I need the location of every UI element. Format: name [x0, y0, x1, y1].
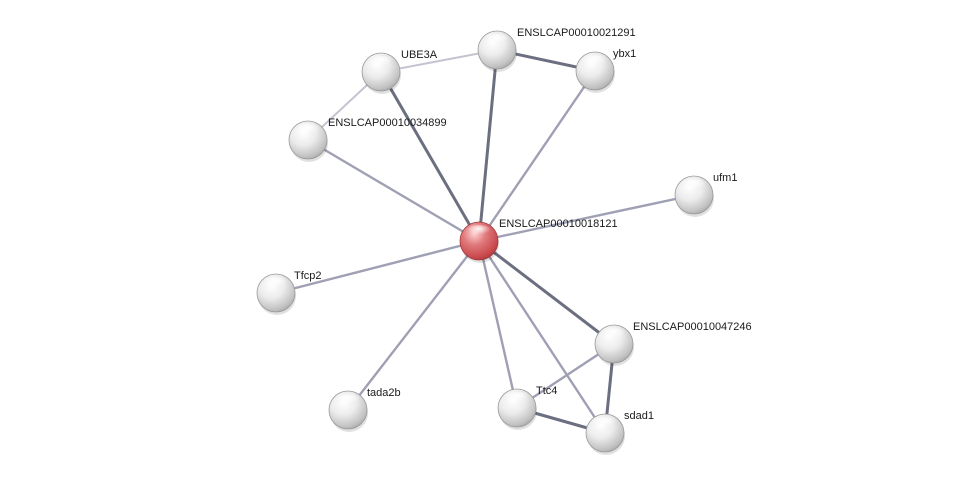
node-highlight	[682, 179, 706, 191]
node-tfcp2[interactable]: Tfcp2	[256, 270, 322, 315]
node-label: sdad1	[624, 410, 654, 422]
edge-enslcap00010018121-enslcap00010047246[interactable]	[477, 239, 616, 346]
edge-enslcap00010018121-ube3a[interactable]	[379, 70, 481, 243]
edge-enslcap00010018121-sdad1[interactable]	[477, 239, 607, 435]
node-ttc4[interactable]: Ttc4	[497, 385, 557, 430]
node-label: UBE3A	[401, 49, 438, 61]
node-label: ENSLCAP00010034899	[328, 117, 447, 129]
node-highlight	[467, 225, 491, 237]
node-enslcap00010021291[interactable]: ENSLCAP00010021291	[477, 27, 636, 72]
node-ube3a[interactable]: UBE3A	[361, 49, 438, 94]
node-highlight	[583, 55, 607, 67]
node-sdad1[interactable]: sdad1	[585, 410, 654, 455]
node-highlight	[264, 277, 288, 289]
edge-enslcap00010018121-enslcap00010021291[interactable]	[477, 48, 499, 243]
node-label: ybx1	[613, 48, 636, 60]
node-label: ENSLCAP00010047246	[633, 321, 752, 333]
node-label: ENSLCAP00010018121	[499, 218, 618, 230]
edge-enslcap00010018121-ttc4[interactable]	[477, 239, 519, 410]
edge-ube3a-enslcap00010021291[interactable]	[380, 49, 498, 73]
node-highlight	[336, 394, 360, 406]
node-tada2b[interactable]: tada2b	[328, 387, 401, 432]
node-label: tada2b	[367, 387, 401, 399]
edge-enslcap00010018121-enslcap00010034899[interactable]	[306, 138, 481, 243]
edge-enslcap00010018121-tada2b[interactable]	[346, 239, 481, 412]
node-label: Ttc4	[536, 385, 557, 397]
node-enslcap00010018121[interactable]: ENSLCAP00010018121	[459, 218, 618, 263]
node-highlight	[505, 392, 529, 404]
node-ybx1[interactable]: ybx1	[575, 48, 636, 93]
node-highlight	[593, 417, 617, 429]
node-highlight	[296, 124, 320, 136]
node-label: Tfcp2	[294, 270, 322, 282]
nodes-layer: ENSLCAP00010018121 ENSLCAP00010021291UBE3…	[256, 27, 752, 455]
node-ufm1[interactable]: ufm1	[674, 172, 737, 217]
node-highlight	[602, 328, 626, 340]
node-highlight	[485, 34, 509, 46]
edge-enslcap00010018121-tfcp2[interactable]	[274, 239, 481, 295]
edge-enslcap00010018121-ybx1[interactable]	[477, 69, 597, 243]
node-label: ufm1	[713, 172, 737, 184]
node-highlight	[369, 56, 393, 68]
node-enslcap00010034899[interactable]: ENSLCAP00010034899	[288, 117, 447, 162]
node-label: ENSLCAP00010021291	[517, 27, 636, 39]
node-enslcap00010047246[interactable]: ENSLCAP00010047246	[594, 321, 752, 366]
edge-enslcap00010018121-ufm1[interactable]	[477, 193, 696, 243]
